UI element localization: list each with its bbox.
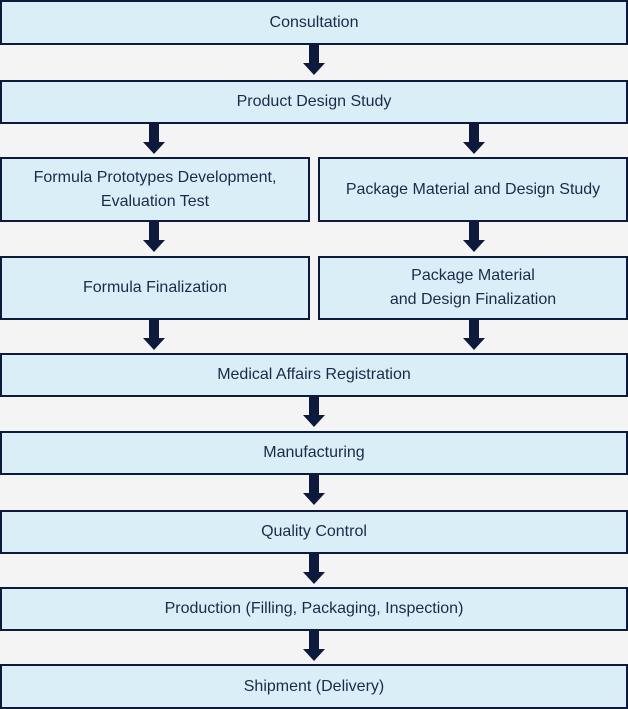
step-production-label: Production (Filling, Packaging, Inspecti… <box>164 600 464 617</box>
step-package-finalization-label: Package Material and Design Finalization <box>389 267 557 308</box>
step-production: Production (Filling, Packaging, Inspecti… <box>0 587 628 631</box>
step-quality-control: Quality Control <box>0 510 628 554</box>
arrow-down-icon <box>303 45 325 79</box>
step-medical-affairs-label: Medical Affairs Registration <box>217 366 411 383</box>
step-manufacturing: Manufacturing <box>0 431 628 475</box>
step-formula-finalization-label: Formula Finalization <box>82 279 228 296</box>
step-product-design-study: Product Design Study <box>0 80 628 124</box>
arrow-down-icon <box>303 475 325 509</box>
step-package-finalization: Package Material and Design Finalization <box>318 256 628 320</box>
step-shipment: Shipment (Delivery) <box>0 664 628 709</box>
step-quality-control-label: Quality Control <box>261 523 367 540</box>
step-product-design-study-label: Product Design Study <box>236 93 392 110</box>
step-package-study: Package Material and Design Study <box>318 157 628 222</box>
arrow-down-icon <box>143 320 165 354</box>
step-formula-prototypes-label: Formula Prototypes Development, Evaluati… <box>33 168 277 210</box>
arrow-down-icon <box>303 554 325 588</box>
arrow-down-icon <box>143 124 165 158</box>
step-medical-affairs: Medical Affairs Registration <box>0 353 628 397</box>
arrow-down-icon <box>463 320 485 354</box>
step-package-study-label: Package Material and Design Study <box>345 180 601 198</box>
step-formula-finalization: Formula Finalization <box>0 256 310 320</box>
step-consultation-label: Consultation <box>269 13 359 31</box>
step-formula-prototypes: Formula Prototypes Development, Evaluati… <box>0 157 310 222</box>
arrow-down-icon <box>143 222 165 256</box>
step-shipment-label: Shipment (Delivery) <box>243 677 385 695</box>
arrow-down-icon <box>463 124 485 158</box>
arrow-down-icon <box>303 631 325 665</box>
step-consultation: Consultation <box>0 0 628 45</box>
arrow-down-icon <box>463 222 485 256</box>
arrow-down-icon <box>303 397 325 431</box>
step-manufacturing-label: Manufacturing <box>263 444 365 461</box>
